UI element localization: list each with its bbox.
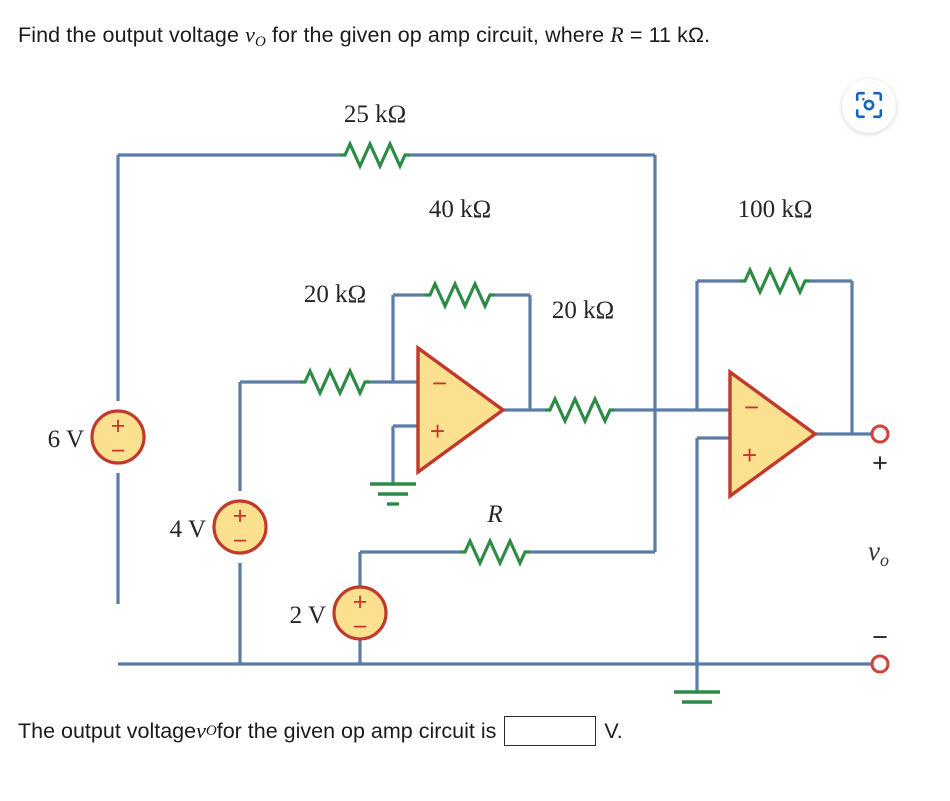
output-terminal-plus-label: + xyxy=(872,448,888,478)
answer-middle: for the given op amp circuit is xyxy=(216,718,497,743)
output-voltage-symbol: v xyxy=(868,536,880,566)
resistor-20k-mid: 20 kΩ xyxy=(543,297,617,423)
prompt-middle: for the given op amp circuit, where xyxy=(265,23,611,47)
resistor-40k: 40 kΩ xyxy=(423,196,497,308)
source-6v: + − 6 V xyxy=(48,409,146,465)
resistor-100k-label: 100 kΩ xyxy=(738,196,813,223)
source-2v-body xyxy=(332,585,388,641)
source-6v-minus: − xyxy=(111,437,126,465)
answer-symbol-v: v xyxy=(196,718,206,743)
prompt-symbol-v-subscript: O xyxy=(255,34,266,51)
opamp-stage-2-body xyxy=(728,368,818,500)
opamp-stage-2-inverting-label: − xyxy=(744,392,759,422)
resistor-40k-label: 40 kΩ xyxy=(429,196,491,223)
prompt-symbol-v: v xyxy=(245,22,255,47)
source-4v-plus: + xyxy=(233,502,248,530)
scan-focus-icon xyxy=(854,90,884,123)
answer-input[interactable] xyxy=(504,716,597,746)
source-4v-label: 4 V xyxy=(170,516,206,543)
source-2v-label: 2 V xyxy=(290,602,326,629)
output-voltage-label: vo xyxy=(868,536,889,570)
source-2v: + − 2 V xyxy=(290,585,388,641)
source-4v-minus: − xyxy=(233,527,248,555)
opamp-stage-1-inverting-label: − xyxy=(432,368,447,398)
circuit-diagram: 25 kΩ 40 kΩ 20 kΩ 20 kΩ 100 kΩ R xyxy=(48,101,890,704)
output-voltage-subscript: o xyxy=(880,550,889,570)
source-4v-body xyxy=(212,499,268,555)
resistor-100k: 100 kΩ xyxy=(738,196,813,294)
answer-unit: V. xyxy=(604,718,623,743)
resistor-25k-label: 25 kΩ xyxy=(344,101,406,128)
prompt-symbol-R: R xyxy=(610,22,624,47)
opamp-stage-1: − + xyxy=(416,344,506,476)
resistor-R-label: R xyxy=(486,501,502,528)
source-4v: + − 4 V xyxy=(170,499,268,555)
answer-prefix: The output voltage xyxy=(18,718,197,743)
source-6v-label: 6 V xyxy=(48,426,84,453)
opamp-stage-1-noninverting-label: + xyxy=(430,416,445,446)
output-terminal-positive xyxy=(870,424,890,444)
prompt-suffix: = 11 kΩ. xyxy=(623,23,711,47)
output-terminal-negative xyxy=(870,654,890,674)
scan-focus-button[interactable] xyxy=(842,79,896,133)
output-terminals: + − vo xyxy=(868,424,890,674)
opamp-stage-2-noninverting-label: + xyxy=(742,440,757,470)
prompt-prefix: Find the output voltage xyxy=(18,23,246,47)
resistor-20k-input: 20 kΩ xyxy=(298,281,372,395)
page-title: Find the output voltage vO for the given… xyxy=(18,22,933,51)
opamp-stage-2: − + xyxy=(728,368,818,500)
resistor-25k: 25 kΩ xyxy=(338,101,412,168)
resistor-20k-input-label: 20 kΩ xyxy=(304,281,366,308)
opamp-stage-1-body xyxy=(416,344,506,476)
resistor-20k-mid-label: 20 kΩ xyxy=(552,297,614,324)
ground-output xyxy=(674,690,720,704)
source-2v-minus: − xyxy=(353,613,368,641)
ground-stage-1 xyxy=(370,482,416,506)
resistor-R: R xyxy=(458,501,532,565)
source-6v-body xyxy=(90,409,146,465)
output-terminal-minus-label: − xyxy=(872,622,888,652)
answer-symbol-v-subscript: O xyxy=(205,722,217,739)
source-6v-plus: + xyxy=(111,412,126,440)
source-2v-plus: + xyxy=(353,588,368,616)
